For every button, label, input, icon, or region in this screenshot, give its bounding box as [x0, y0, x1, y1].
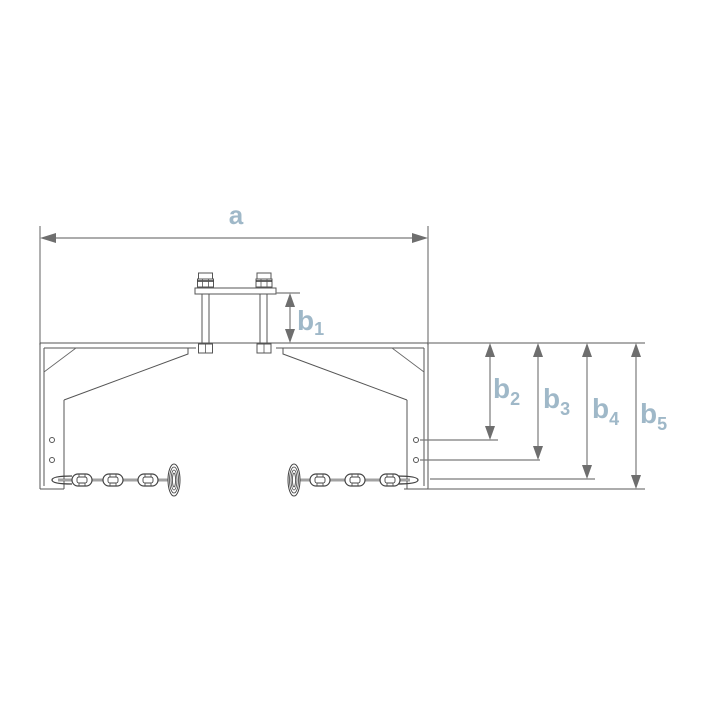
arrow-down-icon: [582, 465, 592, 479]
dimension-b2: b2: [485, 343, 520, 440]
chain-link-icon: [137, 473, 159, 487]
label-b1: b1: [297, 305, 324, 339]
arrow-up-icon: [485, 343, 495, 357]
arrow-down-icon: [631, 475, 641, 489]
coil-spring-icon: [167, 463, 181, 497]
nut-icon: [196, 272, 215, 288]
chain-link-icon: [102, 473, 124, 487]
arrow-up-icon: [582, 343, 592, 357]
nut-icon: [256, 343, 272, 354]
arrow-down-icon: [485, 426, 495, 440]
coil-spring-icon: [287, 463, 301, 497]
dimension-b1: b1: [276, 292, 324, 343]
label-b3: b3: [543, 383, 570, 419]
label-a: a: [229, 200, 244, 230]
chain-left: [51, 463, 181, 497]
arrow-up-icon: [285, 293, 295, 307]
dimension-b5: b5: [631, 343, 667, 489]
clamp-plate: [194, 287, 277, 295]
label-b5: b5: [640, 398, 667, 434]
chain-link-icon: [344, 473, 366, 487]
dimension-a: a: [39, 200, 429, 345]
dimension-b3: b3: [533, 343, 570, 460]
reference-lines: [420, 342, 645, 490]
label-b2: b2: [493, 373, 520, 409]
arrow-up-icon: [533, 343, 543, 357]
label-b4: b4: [592, 393, 619, 429]
hole-icon: [413, 457, 419, 463]
hole-icon: [413, 437, 419, 443]
hole-icon: [49, 437, 55, 443]
arrow-down-icon: [533, 446, 543, 460]
nut-icon: [198, 343, 213, 354]
arrow-down-icon: [285, 329, 295, 343]
chain-link-icon: [379, 473, 401, 487]
chain-link-icon: [309, 473, 331, 487]
arrow-right-icon: [412, 233, 428, 243]
chain-link-icon: [71, 473, 93, 487]
dimension-b4: b4: [582, 343, 619, 479]
bracket-frame: [39, 342, 429, 490]
arrow-up-icon: [631, 343, 641, 357]
nut-icon: [255, 272, 273, 288]
chain-right: [287, 463, 419, 497]
adjustment-holes: [49, 437, 419, 463]
hole-icon: [49, 457, 55, 463]
clamp-assembly: [194, 272, 277, 354]
arrow-left-icon: [40, 233, 56, 243]
